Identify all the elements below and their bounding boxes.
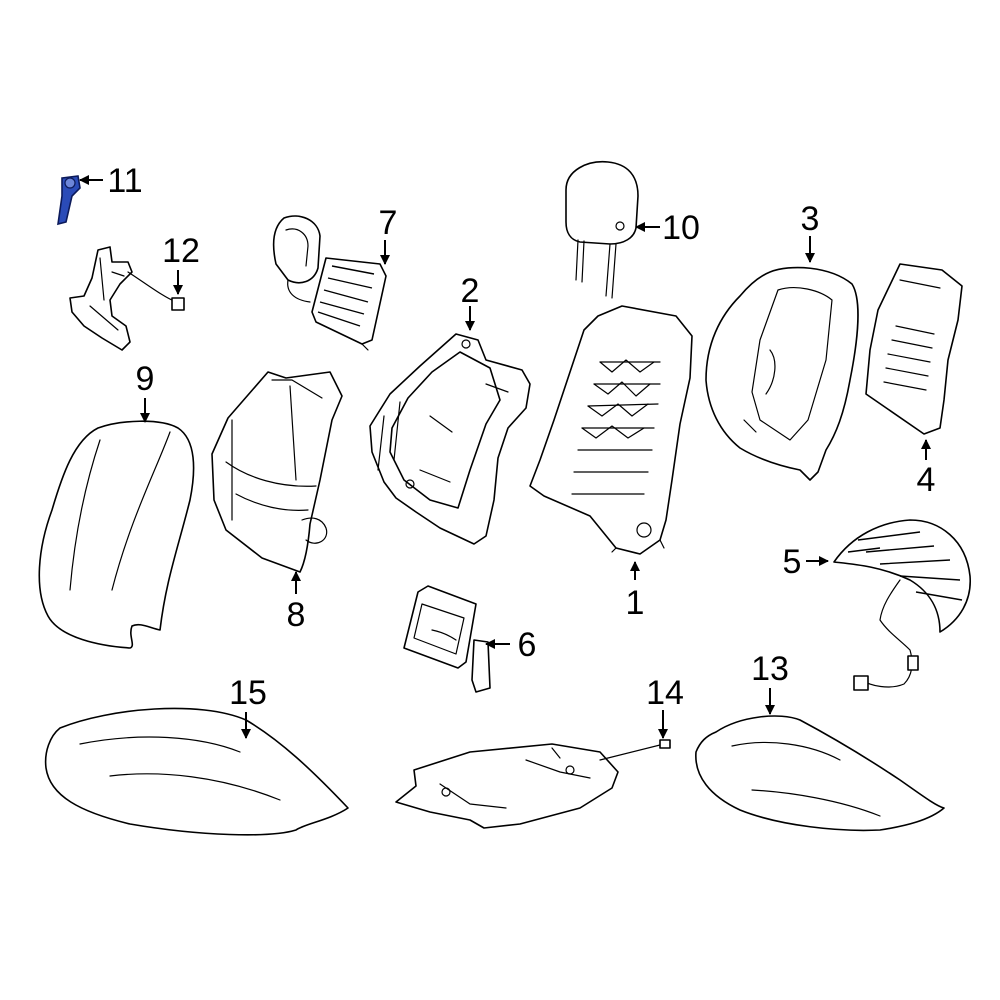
- leader-lines: [79, 175, 931, 739]
- callout-7[interactable]: 7: [379, 204, 398, 242]
- part-14-seat-pan[interactable]: [395, 739, 671, 829]
- part-10-headrest[interactable]: [565, 160, 639, 299]
- callout-8[interactable]: 8: [287, 596, 306, 634]
- part-6-module[interactable]: [403, 585, 491, 693]
- callout-10[interactable]: 10: [662, 209, 700, 247]
- part-2-backrest-frame[interactable]: [369, 333, 531, 545]
- callout-3[interactable]: 3: [801, 200, 820, 238]
- part-8-backrest-pad[interactable]: [211, 371, 343, 573]
- callout-5[interactable]: 5: [783, 543, 802, 581]
- callout-labels: 1 2 3 4 5 6 7 8 9 10 11 12 13 14 15: [107, 162, 935, 712]
- part-7-airbag-module[interactable]: [272, 215, 387, 351]
- part-9-backrest-cover[interactable]: [38, 420, 195, 649]
- callout-2[interactable]: 2: [461, 272, 480, 310]
- callout-15[interactable]: 15: [229, 674, 267, 712]
- callout-1[interactable]: 1: [626, 584, 645, 622]
- callout-12[interactable]: 12: [162, 232, 200, 270]
- callout-6[interactable]: 6: [518, 626, 537, 664]
- part-11-lever[interactable]: [57, 175, 81, 226]
- callout-11[interactable]: 11: [107, 162, 142, 200]
- part-5-lumbar-mesh[interactable]: [833, 519, 971, 691]
- part-1-spring-frame[interactable]: [529, 305, 693, 555]
- part-12-bracket[interactable]: [69, 246, 185, 351]
- part-4-rear-panel[interactable]: [865, 263, 963, 435]
- part-3-backrest-shell[interactable]: [705, 266, 859, 481]
- part-13-seat-cover[interactable]: [695, 715, 945, 832]
- callout-13[interactable]: 13: [751, 650, 789, 688]
- callout-4[interactable]: 4: [917, 461, 936, 499]
- part-15-seat-cushion[interactable]: [44, 707, 349, 836]
- callout-14[interactable]: 14: [646, 674, 684, 712]
- callout-9[interactable]: 9: [136, 360, 155, 398]
